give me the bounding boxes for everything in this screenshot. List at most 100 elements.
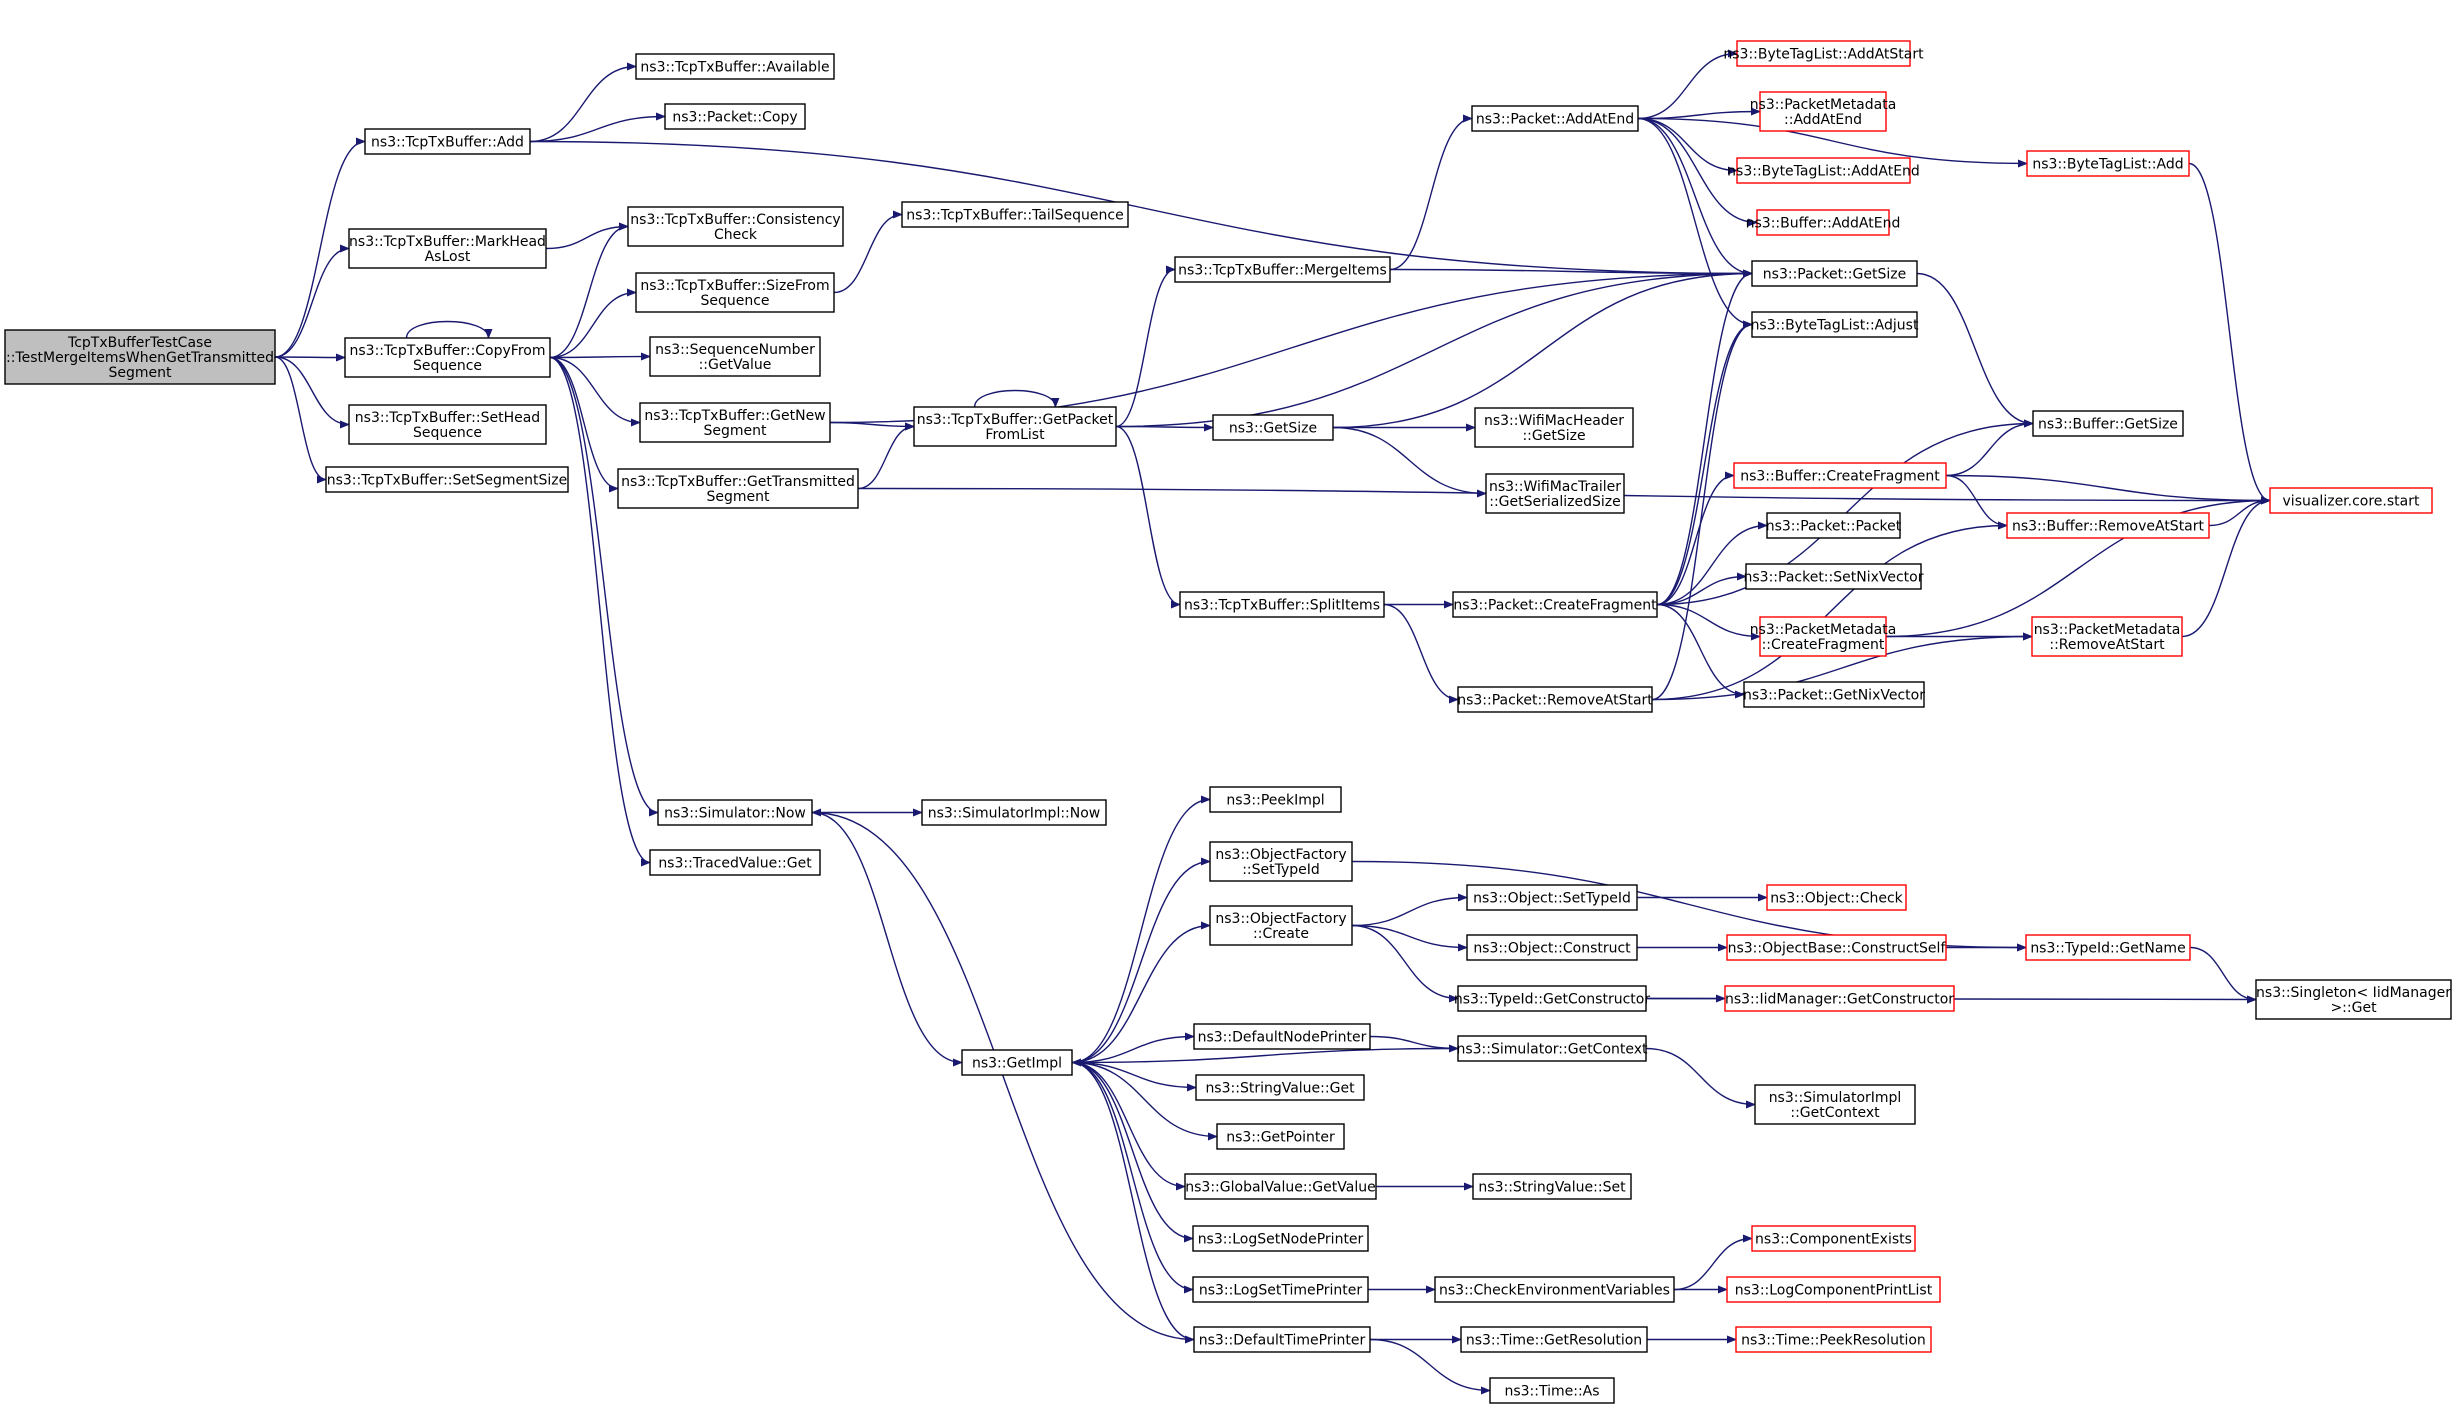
node-label: ns3::DefaultTimePrinter [1199, 1333, 1366, 1349]
node-pktaddatend[interactable]: ns3::Packet::AddAtEnd [1471, 105, 1639, 132]
node-box [1472, 1173, 1632, 1200]
node-gvgetvalue[interactable]: ns3::GlobalValue::GetValue [1184, 1173, 1377, 1200]
edge-getimpl-to-ofcreate [1071, 921, 1211, 1064]
node-label: ns3::Object::Construct [1473, 941, 1631, 957]
node-tailseq[interactable]: ns3::TcpTxBuffer::TailSequence [901, 201, 1129, 228]
node-box [1726, 934, 1947, 961]
edge-gettrans-to-getpacket [857, 422, 915, 490]
node-ofcreate[interactable]: ns3::ObjectFactory::Create [1209, 905, 1353, 946]
node-strvalset[interactable]: ns3::StringValue::Set [1472, 1173, 1632, 1200]
node-add[interactable]: ns3::TcpTxBuffer::Add [364, 128, 531, 155]
node-box [1179, 591, 1385, 618]
edge-root-to-sethead [274, 356, 350, 429]
node-pktgetnix[interactable]: ns3::Packet::GetNixVector [1743, 681, 1925, 708]
node-strvalget[interactable]: ns3::StringValue::Get [1195, 1074, 1365, 1101]
node-objcheck[interactable]: ns3::Object::Check [1766, 884, 1907, 911]
edge-pktremoveatstart-to-bufremoveatstart [1651, 521, 2008, 701]
edge-root-to-markhead [274, 244, 350, 358]
edge-ofcreate-to-typeidgetctor [1351, 924, 1459, 1003]
node-box [1457, 686, 1653, 713]
node-available[interactable]: ns3::TcpTxBuffer::Available [635, 53, 835, 80]
node-box [2026, 150, 2190, 177]
node-vizstart[interactable]: visualizer.core.start [2269, 487, 2433, 514]
node-timegetres[interactable]: ns3::Time::GetResolution [1460, 1326, 1648, 1353]
node-getsize[interactable]: ns3::GetSize [1212, 414, 1334, 441]
node-wifimacheader[interactable]: ns3::WifiMacHeader::GetSize [1474, 407, 1634, 448]
node-logsetnode[interactable]: ns3::LogSetNodePrinter [1192, 1225, 1369, 1252]
node-pktcopy[interactable]: ns3::Packet::Copy [664, 103, 806, 130]
node-pktpacket[interactable]: ns3::Packet::Packet [1766, 512, 1902, 539]
node-simimplgetctx[interactable]: ns3::SimulatorImpl::GetContext [1754, 1084, 1916, 1125]
node-btladdatend[interactable]: ns3::ByteTagList::AddAtEnd [1727, 157, 1920, 184]
node-simgetcontext[interactable]: ns3::Simulator::GetContext [1456, 1035, 1648, 1062]
node-pktsetnix[interactable]: ns3::Packet::SetNixVector [1744, 563, 1924, 590]
node-label: ::Create [1253, 926, 1309, 942]
node-pktremoveatstart[interactable]: ns3::Packet::RemoveAtStart [1457, 686, 1653, 713]
node-wifimactrailer[interactable]: ns3::WifiMacTrailer::GetSerializedSize [1485, 473, 1625, 514]
node-objsettypeid[interactable]: ns3::Object::SetTypeId [1466, 884, 1638, 911]
node-label: ns3::Time::PeekResolution [1741, 1333, 1926, 1349]
edge-ofcreate-to-objsettypeid [1351, 893, 1468, 927]
node-box [1745, 563, 1922, 590]
node-label: ns3::PacketMetadata [1750, 622, 1897, 638]
node-simnow[interactable]: ns3::Simulator::Now [657, 799, 813, 826]
node-compexists[interactable]: ns3::ComponentExists [1751, 1225, 1916, 1252]
node-typeidgetctor[interactable]: ns3::TypeId::GetConstructor [1454, 985, 1650, 1012]
edge-getimpl-to-peekimpl [1071, 795, 1211, 1064]
node-ofsettypeid[interactable]: ns3::ObjectFactory::SetTypeId [1209, 841, 1353, 882]
node-getpointer[interactable]: ns3::GetPointer [1216, 1123, 1345, 1150]
node-btlaatstart[interactable]: ns3::ByteTagList::AddAtStart [1723, 40, 1924, 67]
node-label: ns3::DefaultNodePrinter [1198, 1030, 1367, 1046]
node-checkenv[interactable]: ns3::CheckEnvironmentVariables [1434, 1276, 1675, 1303]
node-timeas[interactable]: ns3::Time::As [1489, 1377, 1615, 1404]
node-logcompprint[interactable]: ns3::LogComponentPrintList [1726, 1276, 1941, 1303]
node-typeidgetname[interactable]: ns3::TypeId::GetName [2025, 934, 2191, 961]
node-objbasecs[interactable]: ns3::ObjectBase::ConstructSelf [1726, 934, 1947, 961]
node-timepeekres[interactable]: ns3::Time::PeekResolution [1735, 1326, 1932, 1353]
node-simimplnow[interactable]: ns3::SimulatorImpl::Now [921, 799, 1107, 826]
node-pmremoveatstart[interactable]: ns3::PacketMetadata::RemoveAtStart [2031, 616, 2183, 657]
node-peekimpl[interactable]: ns3::PeekImpl [1209, 786, 1342, 813]
node-setsegsize[interactable]: ns3::TcpTxBuffer::SetSegmentSize [325, 466, 569, 493]
node-btladjust[interactable]: ns3::ByteTagList::Adjust [1751, 311, 1919, 338]
node-splititems[interactable]: ns3::TcpTxBuffer::SplitItems [1179, 591, 1385, 618]
node-logsettime[interactable]: ns3::LogSetTimePrinter [1192, 1276, 1369, 1303]
node-deftimeprinter[interactable]: ns3::DefaultTimePrinter [1193, 1326, 1371, 1353]
node-label: Sequence [413, 358, 482, 374]
node-defnodeprinter[interactable]: ns3::DefaultNodePrinter [1193, 1023, 1371, 1050]
node-bufaddatend[interactable]: ns3::Buffer::AddAtEnd [1746, 209, 1901, 236]
node-seqget[interactable]: ns3::SequenceNumber::GetValue [649, 336, 821, 377]
node-iidgetctor[interactable]: ns3::IidManager::GetConstructor [1724, 985, 1955, 1012]
node-btladd[interactable]: ns3::ByteTagList::Add [2026, 150, 2190, 177]
edge-pktaddatend-to-btladdatend [1637, 117, 1738, 175]
node-bufcreatefrag[interactable]: ns3::Buffer::CreateFragment [1733, 462, 1947, 489]
node-pmcreatefrag[interactable]: ns3::PacketMetadata::CreateFragment [1750, 616, 1897, 657]
node-bufremoveatstart[interactable]: ns3::Buffer::RemoveAtStart [2006, 512, 2210, 539]
edge-pktremoveatstart-to-btladjust [1651, 320, 1753, 701]
node-box [1754, 1084, 1916, 1125]
node-box [1733, 462, 1947, 489]
node-box [1193, 1326, 1371, 1353]
edge-getpacket-to-pktgetsize [1115, 269, 1753, 428]
node-mergeitems[interactable]: ns3::TcpTxBuffer::MergeItems [1174, 256, 1391, 283]
node-bufgetsize[interactable]: ns3::Buffer::GetSize [2032, 410, 2184, 437]
node-root[interactable]: TcpTxBufferTestCase::TestMergeItemsWhenG… [4, 329, 276, 385]
node-box [1195, 1074, 1365, 1101]
node-pktgetsize[interactable]: ns3::Packet::GetSize [1751, 260, 1918, 287]
node-tracedget[interactable]: ns3::TracedValue::Get [649, 849, 821, 876]
node-pmaddatend[interactable]: ns3::PacketMetadata::AddAtEnd [1750, 91, 1897, 132]
node-singletonget[interactable]: ns3::Singleton< IidManager>::Get [2255, 979, 2452, 1020]
edge-getpacket-to-getpacket [973, 389, 1060, 408]
edge-root-to-copyfrom [274, 353, 346, 362]
node-objconstruct[interactable]: ns3::Object::Construct [1466, 934, 1638, 961]
node-pktcreatefrag[interactable]: ns3::Packet::CreateFragment [1452, 591, 1658, 618]
node-getimpl[interactable]: ns3::GetImpl [961, 1049, 1073, 1076]
